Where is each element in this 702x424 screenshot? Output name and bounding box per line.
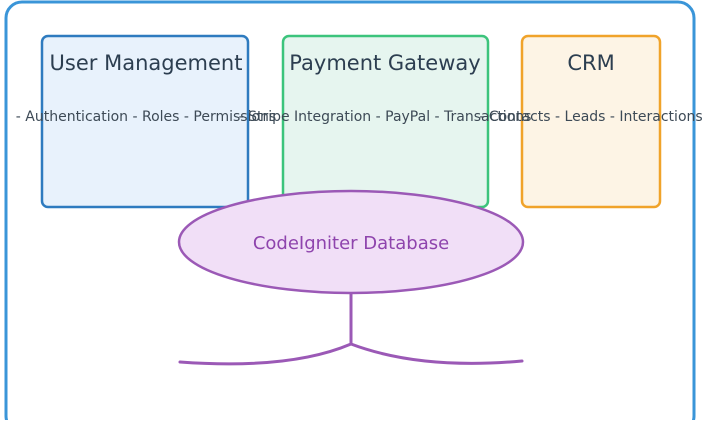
database-node (177, 189, 525, 295)
module-title-payment-gateway: Payment Gateway (289, 51, 480, 75)
module-title-user-management: User Management (50, 51, 243, 75)
module-items-payment-gateway: - Stripe Integration - PayPal - Transact… (239, 109, 532, 125)
module-box-user-management (40, 34, 250, 209)
module-title-crm: CRM (567, 51, 614, 75)
module-box-crm (520, 34, 662, 209)
module-items-user-management: - Authentication - Roles - Permissions (16, 109, 276, 125)
database-label: CodeIgniter Database (253, 233, 449, 254)
database-connector (178, 291, 524, 366)
module-items-crm: - Contacts - Leads - Interactions (479, 109, 702, 125)
